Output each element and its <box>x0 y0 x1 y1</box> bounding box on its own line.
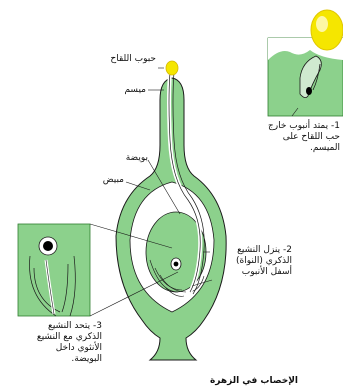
label-pollen-grain: حبوب اللقاح <box>101 54 156 65</box>
label-step1: 1- يمتد أنبوب خارج حب اللقاح على الميسم. <box>266 121 340 154</box>
label-step2: 2- ينزل النشيع الذكري (النواة) أسفل الأن… <box>212 245 292 278</box>
caption: الإخصاب في الزهرة <box>230 376 298 387</box>
pollen-grain <box>166 61 178 75</box>
label-step3: 3- يتحد النشيع الذكري مع النشيع الأنثوي … <box>30 321 102 365</box>
inset-pollen-on-stigma <box>268 10 343 116</box>
label-ovary: مبيض <box>96 175 124 186</box>
pistil <box>116 61 226 360</box>
label-stigma: ميسم <box>112 85 146 96</box>
label-ovule: بويضة <box>118 153 148 164</box>
pollen-grain-large <box>311 10 343 50</box>
fused-nucleus <box>43 241 53 251</box>
inset-fusion <box>18 224 90 316</box>
tube-nucleus-inset <box>306 87 312 95</box>
